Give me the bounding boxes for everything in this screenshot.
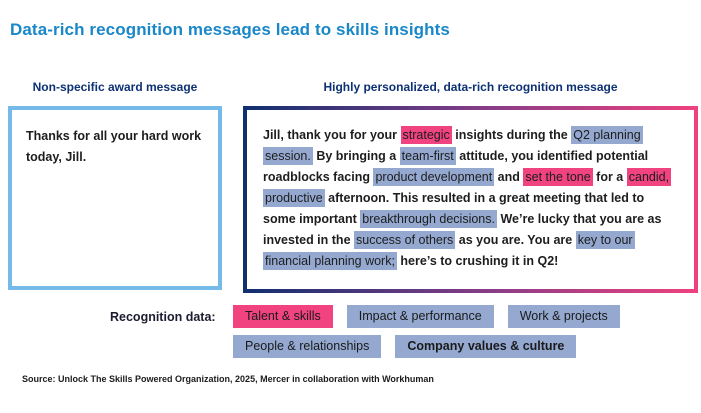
message-segment-none: here’s to crushing it in Q2! [396,254,559,268]
message-segment-none: and [494,170,524,184]
message-segment-none: as you are. You are [455,233,576,247]
legend-chip-people-relationships: People & relationships [233,335,382,358]
message-segment-none: for a [592,170,627,184]
page-title: Data-rich recognition messages lead to s… [10,20,450,39]
legend-chip-impact-performance: Impact & performance [346,305,494,328]
non-specific-message-text: Thanks for all your hard work today, Jil… [26,129,202,164]
legend-chip-row-2: People & relationships Company values & c… [233,335,620,358]
legend-chips: Talent & skills Impact & performance Work … [233,305,620,365]
non-specific-message-box: Thanks for all your hard work today, Jil… [8,106,222,290]
message-segment-none: We’re lucky that you are as invested in … [263,212,662,247]
legend-chip-talent-skills: Talent & skills [233,305,333,328]
message-segment-blue: product development [373,168,495,186]
message-segment-none: afternoon. This resulted in a great meet… [263,191,645,226]
message-segment-none: By bringing a [312,149,400,163]
left-panel-header: Non-specific award message [32,80,198,94]
message-segment-none: attitude, you identified potential roadb… [263,149,649,184]
message-segment-blue: success of others [354,231,456,249]
legend-chip-row-1: Talent & skills Impact & performance Work … [233,305,620,328]
message-segment-pink: set the tone [523,168,593,186]
data-rich-message-box: Jill, thank you for your strategic insig… [243,106,698,293]
message-segment-none: Jill, thank you for your [263,128,401,142]
right-panel-header: Highly personalized, data-rich recogniti… [323,80,618,94]
message-segment-none: insights during the [451,128,572,142]
data-rich-message-text: Jill, thank you for your strategic insig… [263,125,679,272]
message-segment-pink: strategic [400,126,452,144]
legend-label: Recognition data: [110,310,216,324]
legend-chip-company-values-culture: Company values & culture [395,335,577,358]
message-segment-blue: team-first [399,147,456,165]
message-segment-blue: breakthrough decisions. [360,210,497,228]
source-note: Source: Unlock The Skills Powered Organi… [22,374,434,384]
data-rich-message-box-inner: Jill, thank you for your strategic insig… [247,110,694,289]
message-segment-blue: productive [263,189,325,207]
message-segment-pink: candid, [626,168,672,186]
legend-chip-work-projects: Work & projects [507,305,620,328]
